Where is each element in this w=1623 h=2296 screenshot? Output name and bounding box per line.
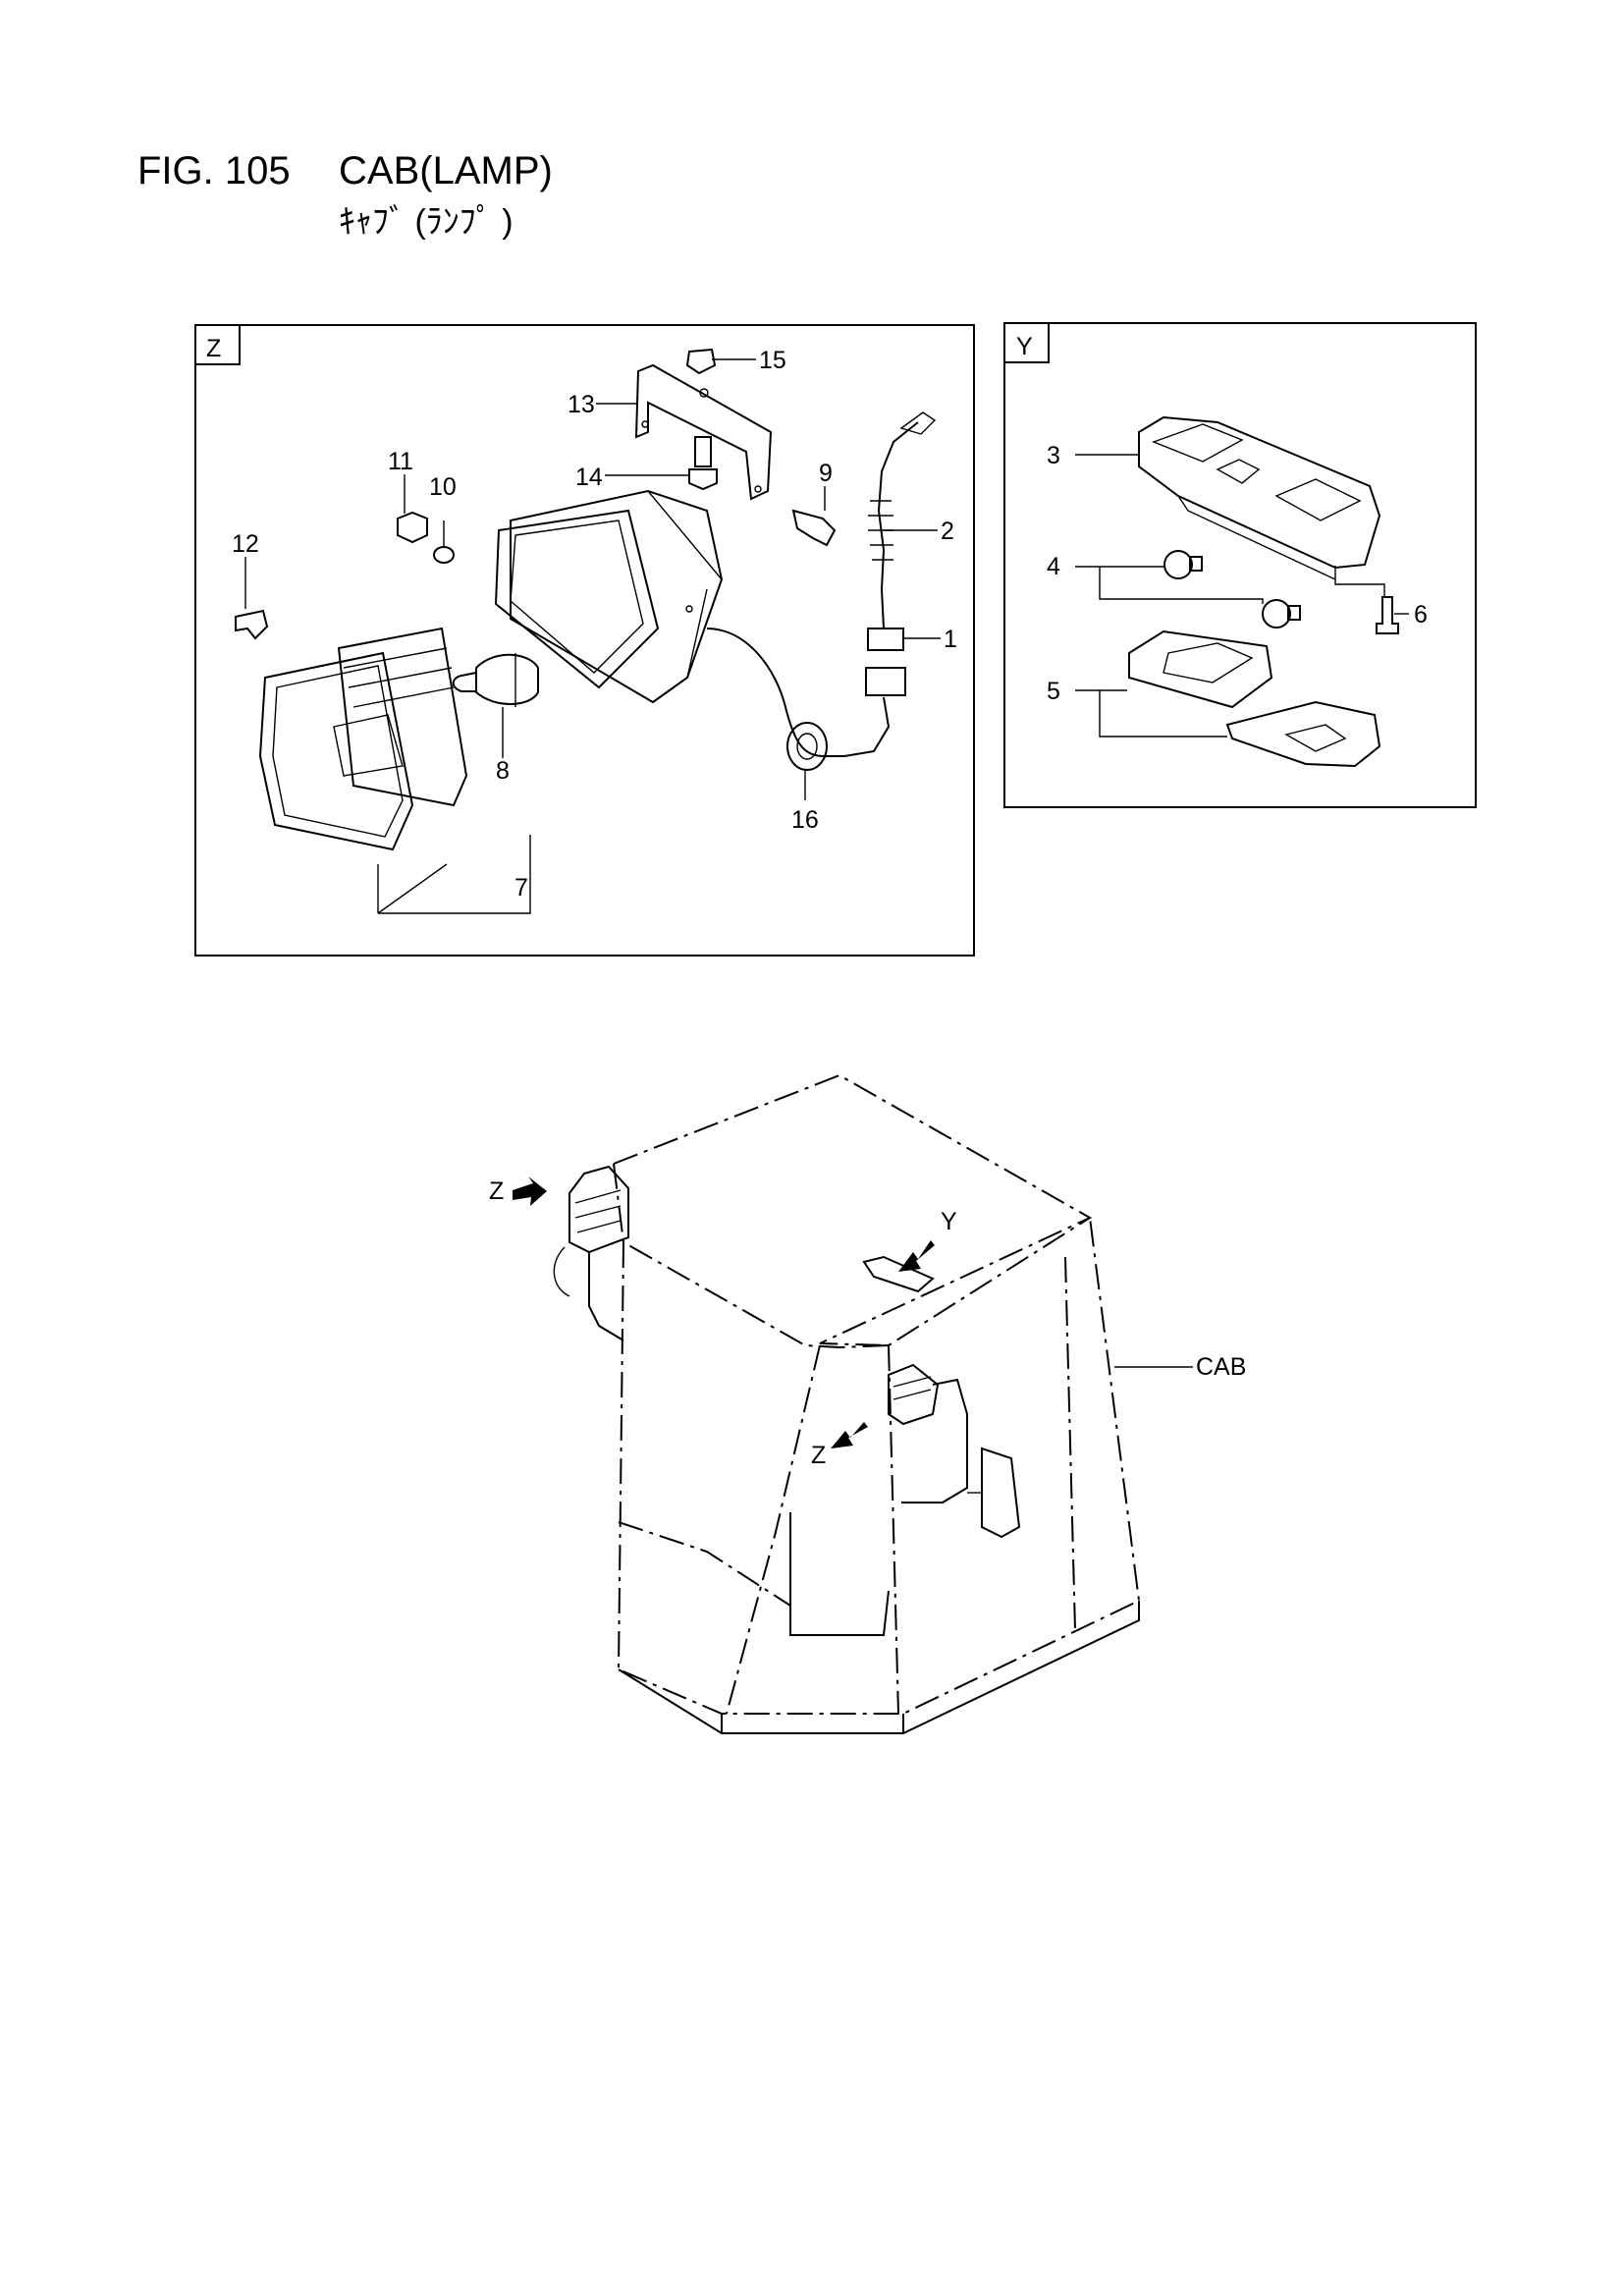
bolt-9-drawing (791, 509, 837, 547)
arrow-label-z-top: Z (489, 1177, 504, 1205)
detail-z-frame (194, 324, 975, 957)
detail-z-view-label: Z (206, 335, 221, 362)
harness-2-drawing (868, 411, 937, 629)
callout-13: 13 (568, 391, 595, 418)
detail-y-leaders (1075, 454, 1409, 738)
callout-8: 8 (496, 757, 510, 785)
callout-2: 2 (941, 518, 954, 545)
connector-1-drawing (867, 628, 904, 651)
washer-10-drawing (433, 546, 455, 564)
lens-5-drawing (1128, 629, 1381, 768)
nut-15-drawing (685, 348, 717, 375)
detail-y-frame (1003, 322, 1477, 808)
callout-16: 16 (791, 806, 819, 834)
callout-12: 12 (232, 530, 259, 558)
nut-11-drawing (397, 511, 428, 544)
bolt-14-drawing (694, 436, 712, 467)
figure-subtitle-japanese: ｷｬﾌﾞ (ﾗﾝﾌﾟ ) (339, 203, 514, 241)
plug-12-drawing (235, 609, 269, 640)
view-z-arrow-bottom (831, 1422, 868, 1449)
detail-y-panel: Y 3 4 5 (1003, 322, 1477, 808)
bracket-13-drawing (634, 363, 773, 501)
callout-11: 11 (388, 448, 413, 475)
arrow-label-y: Y (941, 1208, 957, 1235)
headlamp-housing-drawing (494, 489, 826, 757)
cab-overview: Z Y Z CAB (489, 1073, 1246, 1734)
callout-5: 5 (1047, 678, 1060, 705)
callout-1: 1 (944, 626, 957, 653)
arrow-label-z-bottom: Z (811, 1442, 826, 1469)
detail-y-view-tag (1003, 322, 1050, 363)
view-z-arrow-top (513, 1176, 547, 1206)
detail-y-view-label: Y (1016, 333, 1033, 360)
bulb-4b-drawing (1262, 599, 1291, 629)
view-y-arrow (898, 1240, 935, 1272)
detail-z-leaders (244, 358, 941, 914)
callout-4: 4 (1047, 553, 1060, 580)
headlamp-lens-drawing (258, 627, 468, 851)
callout-10: 10 (429, 473, 457, 501)
callout-15: 15 (759, 347, 786, 374)
figure-title: CAB(LAMP) (339, 149, 553, 192)
callout-9: 9 (819, 460, 833, 487)
grommet-16-drawing (786, 722, 828, 771)
screw-6-drawing (1376, 596, 1399, 634)
callout-7: 7 (514, 874, 528, 902)
bulb-4a-drawing (1163, 550, 1193, 579)
cab-lamp-right-drawing (888, 1363, 1021, 1539)
callout-14: 14 (575, 464, 603, 491)
callout-6: 6 (1414, 601, 1428, 629)
figure-number: FIG. 105 (137, 149, 291, 192)
cab-lamp-left-drawing (553, 1165, 629, 1341)
detail-z-view-tag (194, 324, 241, 365)
cab-dome-lamp-drawing (862, 1255, 935, 1293)
dome-lamp-3-drawing (1138, 415, 1381, 580)
connector-drawing (865, 667, 906, 696)
bulb-drawing (452, 653, 539, 707)
mirror-drawing (981, 1447, 1021, 1539)
detail-z-panel: Z (194, 324, 975, 957)
cab-label: CAB (1196, 1353, 1246, 1381)
callout-3: 3 (1047, 442, 1060, 469)
